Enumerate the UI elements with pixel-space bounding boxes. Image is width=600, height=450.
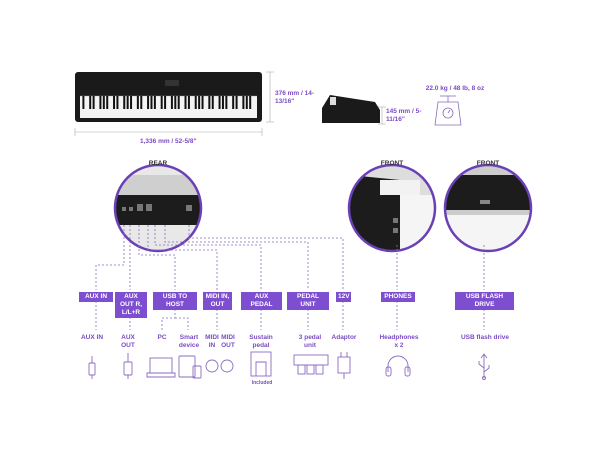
device-usb-flash-drive: USB flash drive [460, 334, 510, 341]
black-key [123, 96, 126, 109]
black-key [113, 96, 116, 109]
black-key [140, 96, 143, 109]
black-key [170, 96, 173, 109]
black-key [221, 96, 224, 109]
midi-in-icon [205, 359, 219, 373]
device-headphones: Headphones x 2 [379, 334, 419, 349]
port-tag-pedal-unit: PEDAL UNIT [287, 292, 329, 310]
height-dimension: 145 mm / 5-11/16" [386, 108, 422, 123]
black-key [153, 96, 156, 109]
depth-dimension: 376 mm / 14-13/16" [275, 90, 315, 105]
included-note: Included [251, 380, 273, 386]
port-tag-12v: 12V [336, 292, 351, 302]
rear-label: REAR [148, 160, 168, 167]
connector-lines [95, 225, 485, 330]
device-pc: PC [157, 334, 167, 341]
front-label-2: FRONT [476, 160, 500, 167]
device-aux-out: AUX OUT [121, 334, 135, 349]
black-key [164, 96, 167, 109]
sustain-pedal-icon [250, 351, 272, 377]
laptop-icon [146, 357, 176, 378]
black-key [208, 96, 211, 109]
black-key [177, 96, 180, 109]
black-key [187, 96, 190, 109]
device-adaptor: Adaptor [331, 334, 357, 341]
adaptor-icon [337, 352, 351, 379]
scale-icon [434, 95, 462, 126]
black-key [136, 96, 139, 109]
black-key [225, 96, 228, 109]
headphones-icon [385, 355, 411, 377]
front-label: FRONT [380, 160, 404, 167]
usb-icon [478, 353, 490, 380]
device-smart-device: Smart device [178, 334, 200, 349]
black-key [102, 96, 105, 109]
tablet-icon [178, 355, 202, 379]
port-tag-aux-out: AUX OUT R, L/L+R [115, 292, 147, 318]
black-key [116, 96, 119, 109]
black-key [82, 96, 85, 109]
black-key [160, 96, 163, 109]
piano-top-view [75, 72, 262, 122]
black-key [218, 96, 221, 109]
device-icons [88, 351, 490, 380]
device-aux-in: AUX IN [80, 334, 104, 341]
port-tag-aux-in: AUX IN [79, 292, 113, 302]
black-key [92, 96, 95, 109]
width-dimension: 1,336 mm / 52-5/8" [140, 138, 197, 145]
black-key [211, 96, 214, 109]
black-key [99, 96, 102, 109]
black-key [235, 96, 238, 109]
black-key [126, 96, 129, 109]
black-key [201, 96, 204, 109]
port-tag-midi: MIDI IN, OUT [203, 292, 232, 310]
piano-side-view [322, 95, 380, 123]
midi-out-icon [220, 359, 234, 373]
front-usb-circle [443, 163, 533, 253]
device-sustain-pedal: Sustain pedal [249, 334, 273, 349]
black-key [150, 96, 153, 109]
black-key [194, 96, 197, 109]
black-key [130, 96, 133, 109]
weight-dimension: 22.0 kg / 48 lb, 8 oz [425, 85, 485, 92]
device-3-pedal-unit: 3 pedal unit [298, 334, 322, 349]
port-tag-usb-flash-drive: USB FLASH DRIVE [455, 292, 514, 310]
rear-zoom-circle [113, 163, 203, 253]
aux-out-jack-icon [123, 353, 133, 379]
black-key [174, 96, 177, 109]
port-tag-phones: PHONES [381, 292, 415, 302]
black-key [249, 96, 252, 109]
device-midi-in: MIDI IN [205, 334, 219, 349]
device-midi-out: MIDI OUT [221, 334, 235, 349]
black-key [198, 96, 201, 109]
black-key [232, 96, 235, 109]
black-key [147, 96, 150, 109]
black-key [89, 96, 92, 109]
black-key [184, 96, 187, 109]
black-key [106, 96, 109, 109]
port-tag-aux-pedal: AUX PEDAL [241, 292, 282, 310]
front-phones-circle [347, 163, 437, 253]
black-key [245, 96, 248, 109]
black-key [242, 96, 245, 109]
pedal-unit-icon [293, 354, 329, 375]
port-tag-usb-to-host: USB TO HOST [153, 292, 197, 310]
aux-in-jack-icon [88, 356, 96, 379]
